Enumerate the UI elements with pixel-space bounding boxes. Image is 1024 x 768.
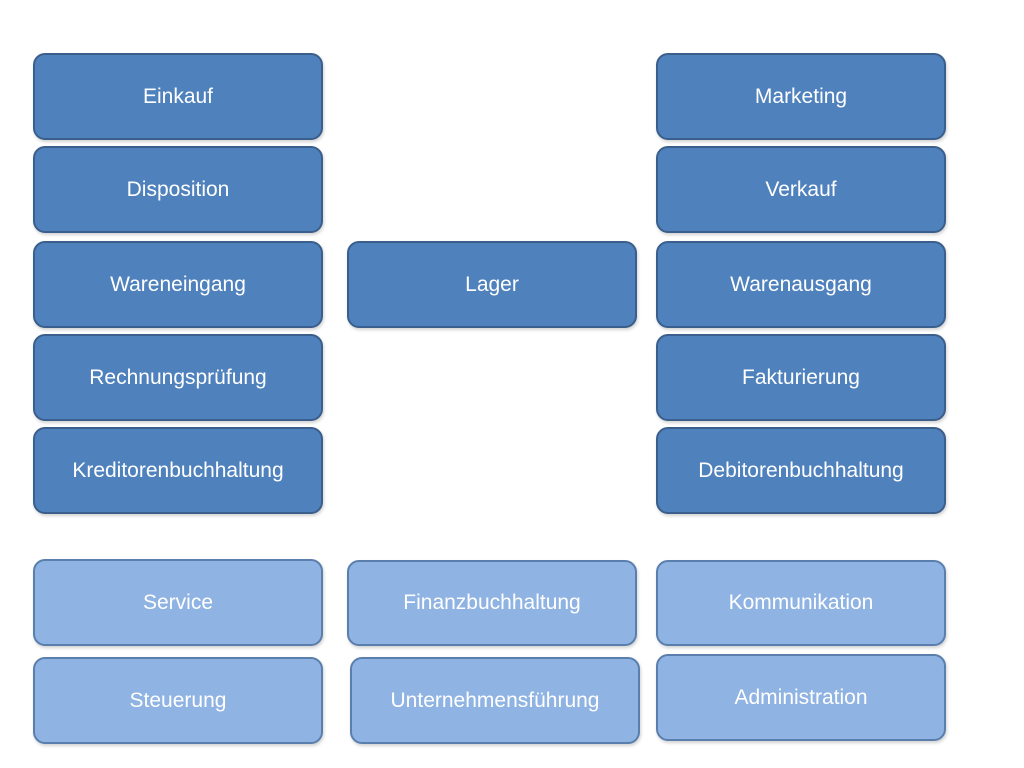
lager-box: Lager — [347, 241, 637, 328]
unternehmensfuehrung-label: Unternehmensführung — [390, 688, 600, 712]
einkauf-label: Einkauf — [142, 84, 214, 108]
service-label: Service — [142, 590, 214, 614]
marketing-label: Marketing — [754, 84, 848, 108]
rechnungspruefung-box: Rechnungsprüfung — [33, 334, 323, 421]
service-box: Service — [33, 559, 323, 646]
debitorenbuchhaltung-box: Debitorenbuchhaltung — [656, 427, 946, 514]
disposition-label: Disposition — [126, 177, 230, 201]
warenausgang-label: Warenausgang — [730, 272, 872, 296]
kreditorenbuchhaltung-box: Kreditorenbuchhaltung — [33, 427, 323, 514]
debitorenbuchhaltung-label: Debitorenbuchhaltung — [698, 458, 904, 482]
fakturierung-label: Fakturierung — [742, 365, 860, 389]
wareneingang-box: Wareneingang — [33, 241, 323, 328]
einkauf-box: Einkauf — [33, 53, 323, 140]
kommunikation-box: Kommunikation — [656, 560, 946, 646]
finanzbuchhaltung-label: Finanzbuchhaltung — [403, 591, 581, 614]
steuerung-label: Steuerung — [129, 688, 227, 712]
marketing-box: Marketing — [656, 53, 946, 140]
administration-box: Administration — [656, 654, 946, 741]
administration-label: Administration — [734, 685, 868, 709]
kreditorenbuchhaltung-label: Kreditorenbuchhaltung — [72, 458, 284, 482]
kommunikation-label: Kommunikation — [728, 591, 874, 614]
unternehmensfuehrung-box: Unternehmensführung — [350, 657, 640, 744]
rechnungspruefung-label: Rechnungsprüfung — [89, 365, 267, 389]
lager-label: Lager — [465, 272, 519, 296]
verkauf-box: Verkauf — [656, 146, 946, 233]
fakturierung-box: Fakturierung — [656, 334, 946, 421]
warenausgang-box: Warenausgang — [656, 241, 946, 328]
disposition-box: Disposition — [33, 146, 323, 233]
verkauf-label: Verkauf — [765, 177, 837, 201]
wareneingang-label: Wareneingang — [110, 272, 246, 296]
finanzbuchhaltung-box: Finanzbuchhaltung — [347, 560, 637, 646]
steuerung-box: Steuerung — [33, 657, 323, 744]
